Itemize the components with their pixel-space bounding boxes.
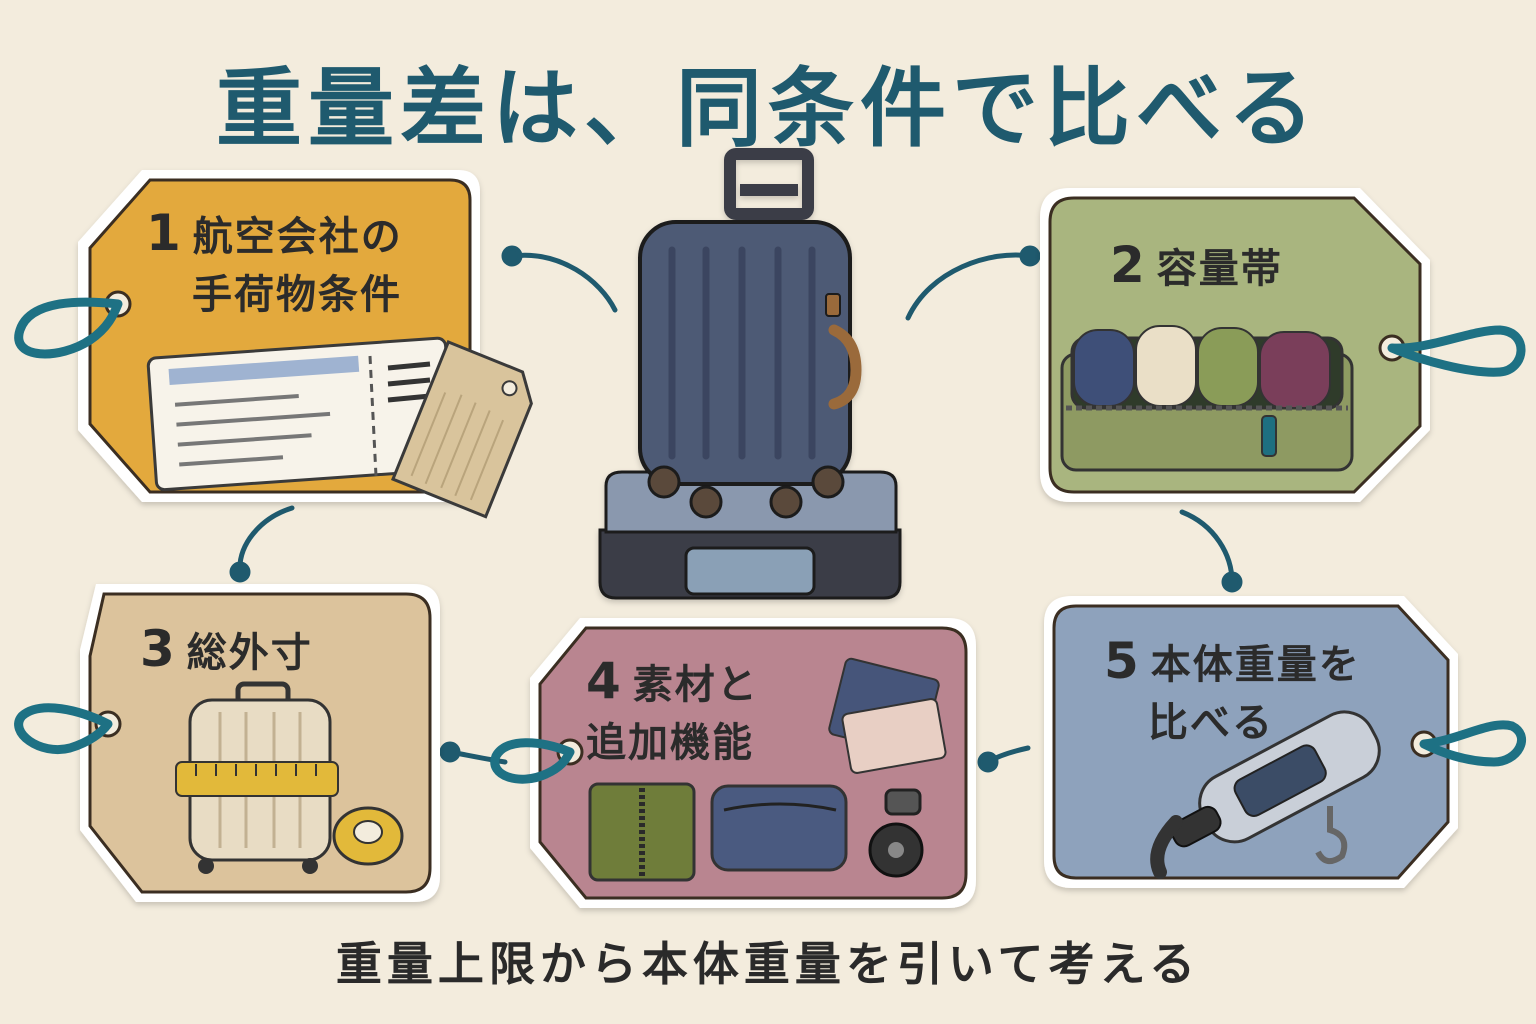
tag-4-string <box>490 738 575 784</box>
tag-2-string <box>1387 325 1526 377</box>
step-text-line1: 本体重量を <box>1150 642 1361 688</box>
connector-dot <box>501 245 523 267</box>
connectors <box>229 245 1243 773</box>
paper-tag-illustration <box>390 340 533 519</box>
step-text-line2: 手荷物条件 <box>192 272 402 318</box>
step-text-line2: 追加機能 <box>586 720 754 766</box>
boarding-pass-illustration <box>146 336 456 492</box>
connector-2-to-5 <box>1179 509 1235 585</box>
materials-illustration <box>588 657 947 882</box>
step-text-line1: 素材と <box>632 662 759 708</box>
central-suitcase-illustration <box>598 148 902 600</box>
connector-1-to-3 <box>237 505 295 575</box>
connector-dot <box>229 561 251 583</box>
page-title: 重量差は、同条件で比べる <box>216 59 1320 159</box>
connector-dot <box>1221 571 1243 593</box>
packing-cube-illustration <box>1060 325 1354 472</box>
step-text-line2: 比べる <box>1148 700 1274 746</box>
tag-5-string <box>1419 720 1526 767</box>
tag-3-string <box>14 703 113 754</box>
step-number: 4 <box>586 652 623 710</box>
suitcase-tape-illustration <box>175 681 404 874</box>
tag-1-string <box>14 297 123 359</box>
tag-5 <box>1044 596 1458 888</box>
connector-dot <box>1019 245 1041 267</box>
luggage-scale-illustration <box>1150 710 1381 879</box>
step-text-line1: 容量帯 <box>1156 246 1283 292</box>
tag-5-body <box>1052 604 1450 880</box>
connector-1-to-suitcase <box>509 252 618 313</box>
step-text-line1: 総外寸 <box>186 630 313 676</box>
step-text-line1: 航空会社の <box>192 214 403 260</box>
step-number: 5 <box>1104 632 1141 690</box>
connector-dot <box>439 741 461 763</box>
footer-caption: 重量上限から本体重量を引いて考える <box>335 937 1201 991</box>
connector-dot <box>977 751 999 773</box>
step-number: 2 <box>1110 236 1147 294</box>
step-number: 3 <box>140 620 177 678</box>
connector-suitcase-to-2 <box>905 252 1033 321</box>
step-number: 1 <box>146 204 183 262</box>
